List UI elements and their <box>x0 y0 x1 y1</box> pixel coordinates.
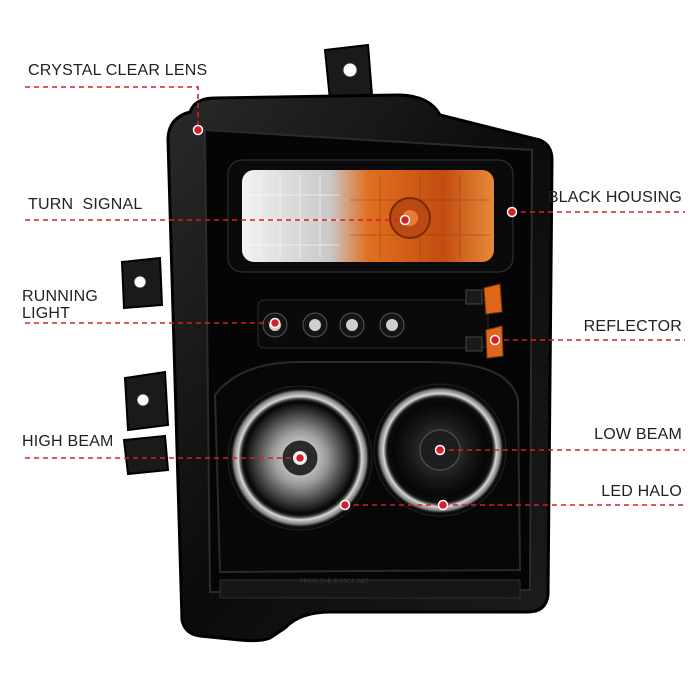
mounting-tabs <box>120 43 374 476</box>
callout-low-beam: LOW BEAM <box>594 426 682 443</box>
callout-running-light-line1: RUNNING <box>22 288 99 305</box>
callout-reflector: REFLECTOR <box>583 318 682 335</box>
callout-turn-signal: TURN SIGNAL <box>28 196 143 213</box>
callout-dots <box>192 124 518 511</box>
turn-signal-lens <box>227 159 514 273</box>
running-light-bar <box>257 299 489 349</box>
callout-lines <box>25 86 685 506</box>
callout-crystal-clear-lens: CRYSTAL CLEAR LENS <box>28 62 208 79</box>
callout-high-beam: HIGH BEAM <box>22 433 114 450</box>
callout-black-housing: BLACK HOUSING <box>547 189 682 206</box>
high-beam-lamp <box>227 385 373 531</box>
callout-led-halo: LED HALO <box>601 483 682 500</box>
callout-running-light-line2: LIGHT <box>22 305 71 322</box>
svg-text:FR500 SAE-E ASCII DOT: FR500 SAE-E ASCII DOT <box>300 579 369 585</box>
